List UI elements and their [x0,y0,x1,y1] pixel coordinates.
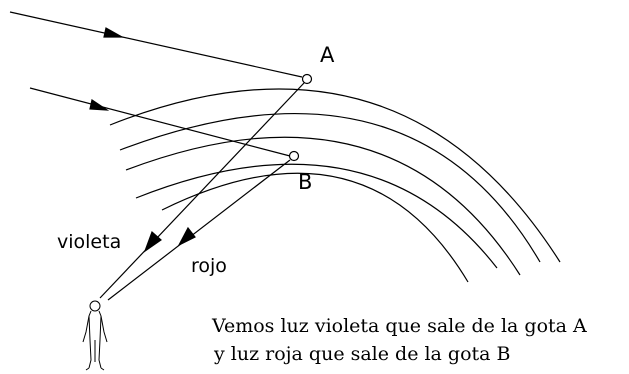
violet-label: violeta [57,231,121,253]
violet-arrowhead [143,230,162,253]
rainbow-arc [161,172,469,283]
sunlight-rays [9,11,303,157]
ray-arrowhead [89,99,110,111]
refracted-rays [99,82,305,301]
drop-b [288,150,300,162]
red-ray [107,159,291,301]
incoming-ray-b [29,87,291,157]
incoming-ray-a [9,11,303,78]
red-label: rojo [191,255,227,277]
red-arrowhead [177,226,196,247]
drop-b-label: B [298,170,312,194]
rainbow-arc [119,113,541,263]
rainbow-arc [125,136,521,276]
ray-arrowhead [103,27,125,38]
violet-ray [99,82,305,299]
rainbow-arcs [109,88,561,283]
rainbow-arc [135,163,498,269]
caption-line-2: y luz roja que sale de la gota B [213,343,511,365]
observer-figure-icon [82,300,108,371]
drop-a-label: A [320,43,335,67]
drop-a [301,73,313,85]
rainbow-arc [109,88,561,263]
caption-line-1: Vemos luz violeta que sale de la gota A [211,315,587,337]
